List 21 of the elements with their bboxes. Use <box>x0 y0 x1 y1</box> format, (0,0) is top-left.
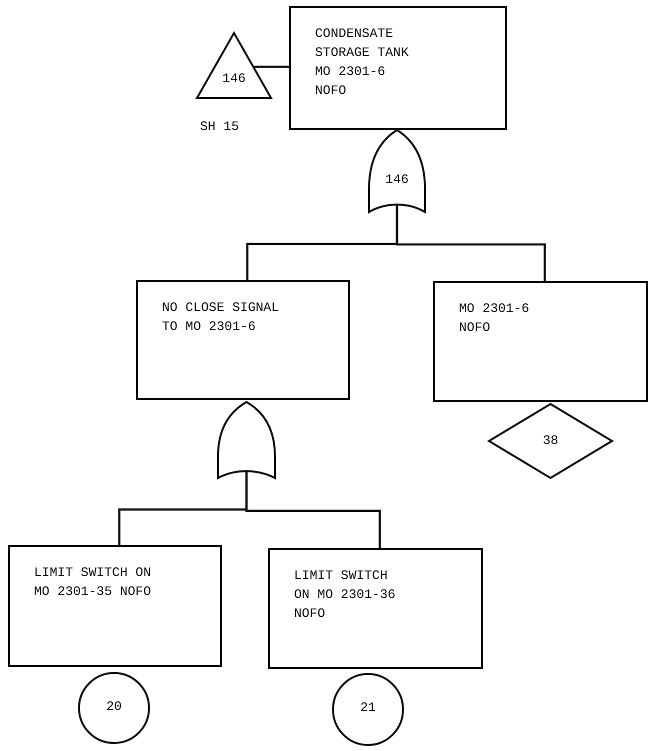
event-number: 21 <box>359 700 377 715</box>
event-description: LIMIT SWITCH ON MO 2301-35 NOFO <box>34 564 152 601</box>
event-description: MO 2301-6 NOFO <box>459 300 530 337</box>
event-description: CONDENSATE STORAGE TANK MO 2301-6 NOFO <box>315 25 410 100</box>
event-description: LIMIT SWITCH ON MO 2301-36 NOFO <box>294 567 396 623</box>
undeveloped-event-diamond <box>489 404 612 478</box>
event-box <box>136 280 350 400</box>
basic-event-circle <box>332 673 404 746</box>
or-gate <box>218 402 275 478</box>
sheet-reference: SH 15 <box>200 119 240 134</box>
basic-event-circle <box>78 672 150 744</box>
event-number: 20 <box>105 699 123 714</box>
event-number: 146 <box>221 71 247 86</box>
connector-line <box>253 66 289 68</box>
event-box <box>8 545 222 667</box>
event-number: 38 <box>542 433 560 448</box>
event-description: NO CLOSE SIGNAL TO MO 2301-6 <box>162 299 280 336</box>
event-box <box>289 6 507 130</box>
or-gate <box>369 130 425 212</box>
event-number: 146 <box>384 172 410 187</box>
event-box <box>268 548 483 669</box>
